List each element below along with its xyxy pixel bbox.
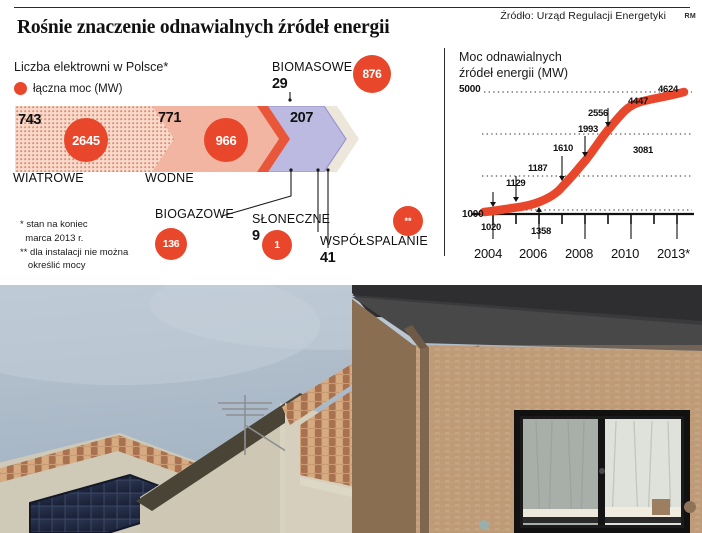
legend-label: łączna moc (MW) xyxy=(33,82,123,95)
chart-point-4447: 4447 xyxy=(628,96,648,107)
power-circle-wodne: 966 xyxy=(204,118,248,162)
legend-dot-icon xyxy=(14,82,27,95)
left-panel-subtitle: Liczba elektrowni w Polsce* xyxy=(14,60,169,74)
chart-point-1187: 1187 xyxy=(528,163,548,174)
count-biomasowe: 29 xyxy=(272,76,288,92)
label-wiatrowe: WIATROWE xyxy=(13,171,84,185)
author-credit: RM xyxy=(684,13,696,20)
label-wspolspalanie: WSPÓŁSPALANIE xyxy=(320,234,428,248)
count-wiatrowe: 743 xyxy=(18,112,41,128)
chart-series-line xyxy=(479,87,689,217)
chart-gridlines xyxy=(480,91,692,211)
line-chart xyxy=(444,84,702,280)
power-circle-biogazowe: 136 xyxy=(155,228,187,260)
chart-point-1610: 1610 xyxy=(553,143,573,154)
photo-solar-houses xyxy=(0,285,702,533)
count-wspolspalanie: 41 xyxy=(320,250,336,266)
chart-xlabel-2006: 2006 xyxy=(519,246,548,261)
chart-x-label-stems xyxy=(492,224,678,239)
chart-point-1020: 1020 xyxy=(481,222,501,233)
chart-value-leaders xyxy=(490,108,611,226)
chart-point-1129: 1129 xyxy=(506,178,526,189)
footnotes: * stan na koniec marca 2013 r. ** dla in… xyxy=(20,219,129,272)
power-circle-biomasowe: 876 xyxy=(353,55,391,93)
top-divider-rule xyxy=(14,7,690,8)
chart-point-3081: 3081 xyxy=(633,145,653,156)
power-circle-wspolspalanie: ** xyxy=(393,206,423,236)
chart-point-4624: 4624 xyxy=(658,84,678,95)
panel-divider xyxy=(444,48,445,256)
count-wodne: 771 xyxy=(158,110,181,126)
chart-ylabel-1000: 1000 xyxy=(462,209,484,220)
legend: łączna moc (MW) xyxy=(14,82,122,95)
power-circle-wiatrowe: 2645 xyxy=(64,118,108,162)
funnel-segment-biomasowe xyxy=(248,106,290,172)
chart-point-1358: 1358 xyxy=(531,226,551,237)
count-biogazowe: 207 xyxy=(290,110,313,126)
chart-ylabel-5000: 5000 xyxy=(459,84,481,95)
label-biomasowe: BIOMASOWE xyxy=(272,60,353,74)
count-sloneczne: 9 xyxy=(252,228,260,244)
chart-point-1993: 1993 xyxy=(578,124,598,135)
chart-x-ticks xyxy=(492,214,678,224)
chart-xlabel-2004: 2004 xyxy=(474,246,503,261)
label-sloneczne: SŁONECZNE xyxy=(252,212,331,226)
label-biogazowe: BIOGAZOWE xyxy=(155,207,234,221)
chart-xlabel-2013: 2013* xyxy=(657,246,690,261)
chart-title: Moc odnawialnych źródeł energii (MW) xyxy=(459,50,569,80)
page-title: Rośnie znaczenie odnawialnych źródeł ene… xyxy=(17,17,390,38)
chart-xlabel-2010: 2010 xyxy=(611,246,640,261)
label-wodne: WODNE xyxy=(145,171,194,185)
chart-xlabel-2008: 2008 xyxy=(565,246,594,261)
chart-point-2556: 2556 xyxy=(588,108,608,119)
source-text: Źródło: Urząd Regulacji Energetyki xyxy=(500,10,666,22)
power-circle-sloneczne: 1 xyxy=(262,230,292,260)
